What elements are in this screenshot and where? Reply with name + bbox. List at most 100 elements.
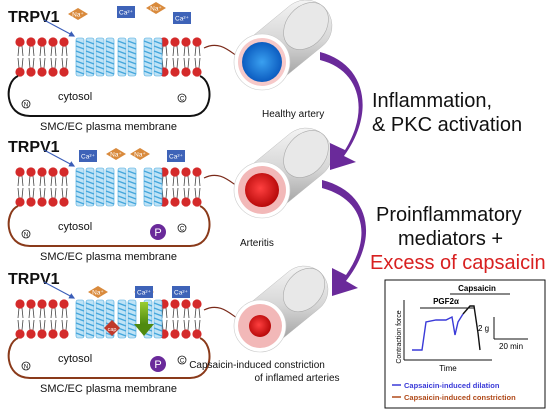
helix-turn xyxy=(127,190,137,195)
scale-force-label: 2 g xyxy=(478,324,489,333)
membrane-label: SMC/EC plasma membrane xyxy=(40,121,177,133)
n-terminus-label: N xyxy=(24,365,28,371)
lipid-head xyxy=(59,37,69,47)
helix-turn xyxy=(117,322,127,327)
helix-turn xyxy=(153,190,163,195)
helix-turn xyxy=(85,45,95,50)
helix-turn xyxy=(127,322,137,327)
helix-turn xyxy=(95,312,105,317)
helix-turn xyxy=(85,55,95,60)
lipid-tail xyxy=(176,307,179,319)
helix-turn xyxy=(85,322,95,327)
helix-turn xyxy=(85,70,95,75)
n-terminus xyxy=(21,361,31,371)
lipid-tail xyxy=(17,45,20,57)
lipid-tail xyxy=(43,45,46,57)
lipid-tail xyxy=(28,45,31,57)
trpv1-pointer xyxy=(43,149,76,167)
c-terminus-label: C xyxy=(180,359,185,365)
lipid-tail xyxy=(198,319,201,331)
legend-constriction-text: Capsaicin-induced constriction xyxy=(404,393,516,402)
inset-xlabel: Time xyxy=(439,364,457,373)
lipid-head xyxy=(181,37,191,47)
lipid-tail xyxy=(50,319,53,331)
helix-turn xyxy=(105,50,115,55)
cytoplasmic-loop xyxy=(7,337,211,379)
lipid-tail xyxy=(183,307,186,319)
lipid-tail xyxy=(32,57,35,69)
inset-pgf-label: PGF2α xyxy=(433,297,459,306)
lipid-tail xyxy=(17,307,20,319)
lipid-head xyxy=(26,67,36,77)
vessel-lumen xyxy=(242,42,282,82)
helix-turn xyxy=(143,170,153,175)
lipid-head xyxy=(48,197,58,207)
vessel-far-end xyxy=(283,267,325,313)
helix-turn xyxy=(75,55,85,60)
membrane-label: SMC/EC plasma membrane xyxy=(40,251,177,263)
lipid-head xyxy=(26,167,36,177)
lipid-tail xyxy=(65,307,68,319)
helix-turn xyxy=(143,50,153,55)
lipid-tail xyxy=(17,319,20,331)
lipid-tail xyxy=(176,45,179,57)
helix-turn xyxy=(75,70,85,75)
helix-turn xyxy=(75,332,85,337)
lipid-tail xyxy=(172,45,175,57)
lipid-tail xyxy=(176,319,179,331)
lipid-head xyxy=(192,197,202,207)
helix-turn xyxy=(75,170,85,175)
lipid-tail xyxy=(28,307,31,319)
helix-turn xyxy=(117,312,127,317)
n-terminus-label: N xyxy=(24,103,28,109)
helix-turn xyxy=(105,70,115,75)
lipid-tail xyxy=(28,187,31,199)
helix-turn xyxy=(127,332,137,337)
lipid-tail xyxy=(50,187,53,199)
phosphorylation-label: P xyxy=(154,359,161,371)
lipid-tail xyxy=(32,175,35,187)
lipid-tail xyxy=(65,57,68,69)
lipid-tail xyxy=(165,57,168,69)
helix-turn xyxy=(127,180,137,185)
helix-turn xyxy=(95,307,105,312)
calcium-ion-label: Ca²⁺ xyxy=(169,154,183,161)
c-terminus-label: C xyxy=(180,97,185,103)
lipid-tail xyxy=(176,187,179,199)
dilation-trace xyxy=(412,313,464,351)
sodium-ion-label: Na⁺ xyxy=(110,152,122,159)
progression-arrow-1 xyxy=(320,52,363,170)
lipid-tail xyxy=(50,307,53,319)
lipid-head xyxy=(48,67,58,77)
helix-turn xyxy=(95,185,105,190)
helix-turn xyxy=(95,180,105,185)
lipid-head xyxy=(26,329,36,339)
helix-turn xyxy=(143,70,153,75)
helix-turn xyxy=(127,327,137,332)
helix-turn xyxy=(105,200,115,205)
lipid-tail xyxy=(32,45,35,57)
helix-turn xyxy=(127,195,137,200)
helix-turn xyxy=(95,65,105,70)
helix-turn xyxy=(153,40,163,45)
lipid-head xyxy=(48,37,58,47)
calcium-ion-tag xyxy=(135,286,153,298)
progression-arrow-2 xyxy=(322,180,367,296)
lipid-tail xyxy=(43,187,46,199)
lipid-head xyxy=(15,167,25,177)
helix-turn xyxy=(143,200,153,205)
lipid-tail xyxy=(183,45,186,57)
helix-turn xyxy=(85,185,95,190)
helix-turn xyxy=(85,40,95,45)
trpv1-pointer xyxy=(43,19,76,37)
helix-turn xyxy=(117,180,127,185)
lipid-head xyxy=(37,197,47,207)
c-terminus xyxy=(177,93,187,103)
helix-turn xyxy=(127,200,137,205)
sodium-ion-tag xyxy=(130,148,150,160)
lipid-tail xyxy=(198,175,201,187)
lipid-head xyxy=(26,299,36,309)
lipid-tail xyxy=(54,175,57,187)
lipid-tail xyxy=(194,175,197,187)
lipid-tail xyxy=(198,187,201,199)
